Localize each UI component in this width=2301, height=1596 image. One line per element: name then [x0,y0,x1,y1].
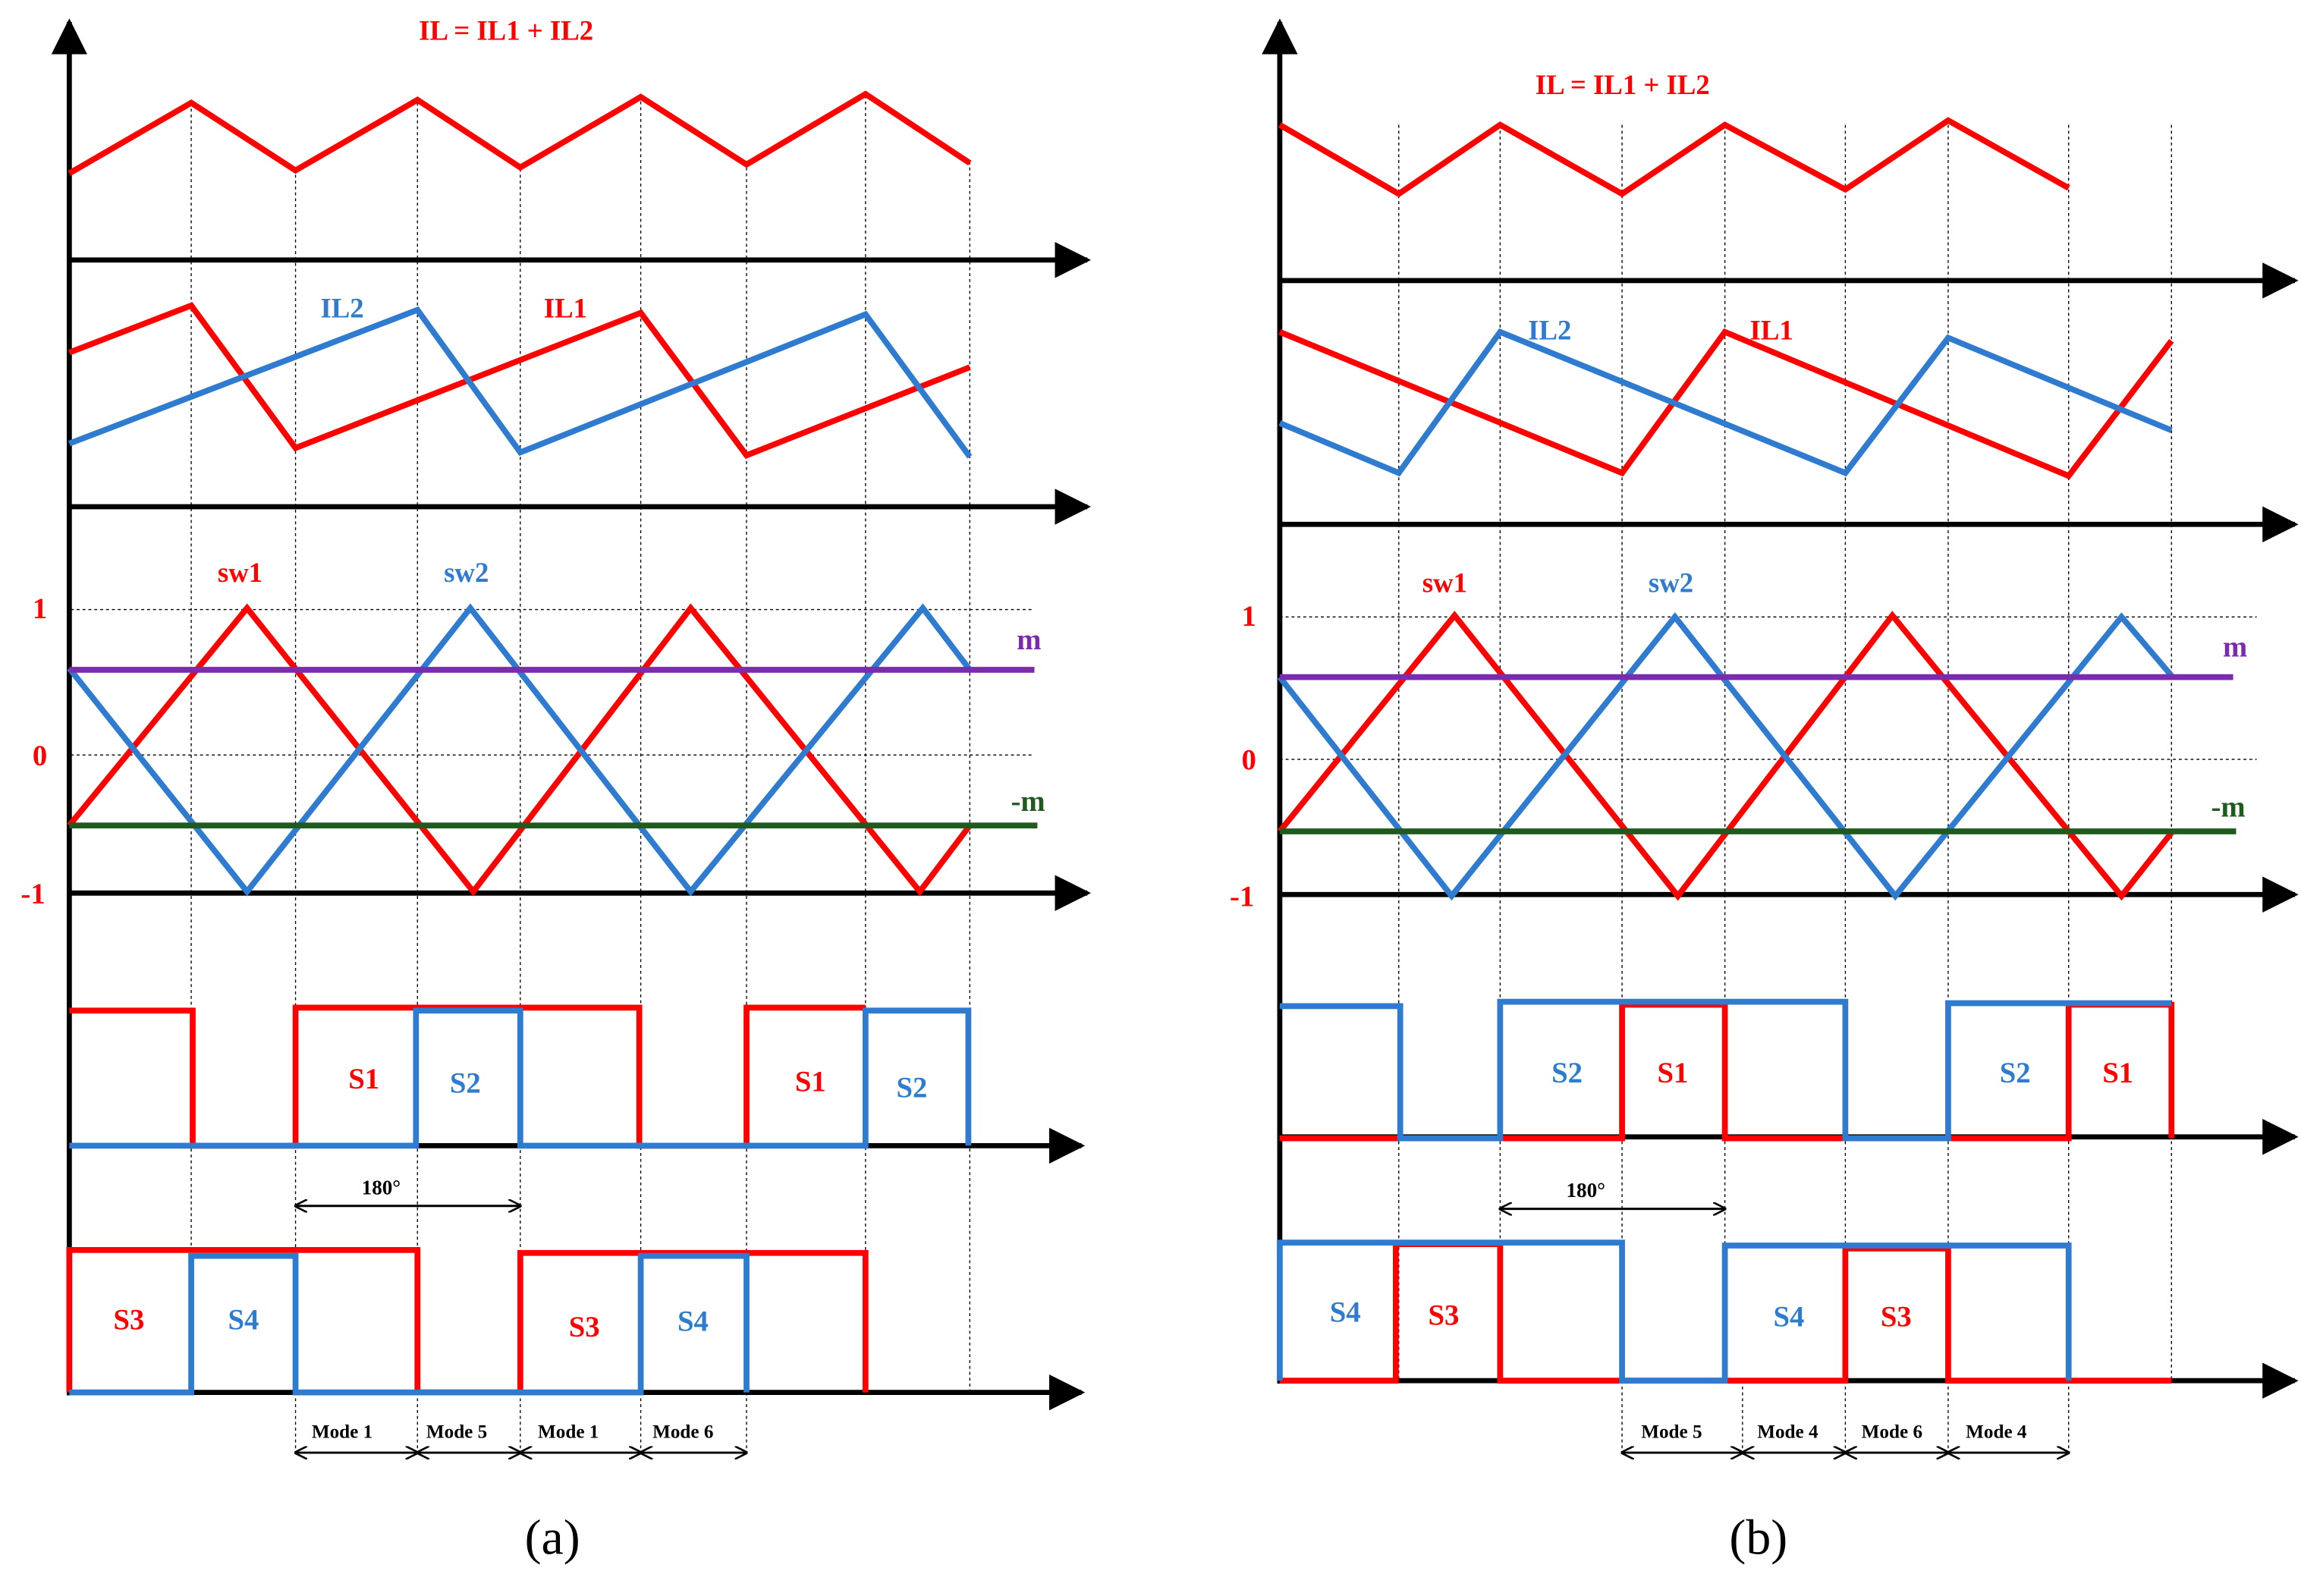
il2-label: IL2 [1528,314,1571,345]
tick-1: 1 [1242,600,1256,633]
panel-b-axes [1262,18,2299,1399]
s4-pulse [69,1252,750,1396]
switch-label: S3 [569,1311,600,1343]
mode-label: Mode 4 [1966,1422,2027,1443]
switch-label: S2 [450,1067,481,1100]
s1-pulse [1279,1001,2175,1142]
sw2-carrier [1277,612,2174,901]
sw2-carrier [67,603,973,897]
panel-a: IL = IL1 + IL2 IL2 IL1 sw1 sw2 m -m 1 0 … [20,14,1091,1566]
sw1-carrier [67,603,973,897]
mode-label: Mode 5 [426,1422,487,1443]
mode-label: Mode 5 [1641,1422,1702,1443]
sw2-label: sw2 [1649,567,1693,598]
m-label: m [2223,631,2247,664]
neg-m-label: -m [2211,791,2246,824]
panel-b-guides [1279,124,2257,1457]
panel-a-axes [51,18,1091,1411]
il-total-waveform [68,90,972,176]
il2-label: IL2 [320,292,363,323]
mode-label: Mode 6 [652,1422,713,1443]
switch-label: S4 [1774,1301,1805,1334]
switch-label: S3 [113,1303,144,1336]
mode-label: Mode 6 [1862,1422,1922,1443]
panel-caption: (b) [1729,1510,1787,1566]
tick-0: 0 [33,740,47,772]
mode-label: Mode 1 [312,1422,372,1443]
mode-label: Mode 4 [1757,1422,1818,1443]
il-total-label: IL = IL1 + IL2 [419,14,593,46]
tick-0: 0 [1242,744,1256,777]
il1-label: IL1 [1750,314,1793,345]
il1-label: IL1 [544,292,587,323]
il2-waveform [1278,328,2173,477]
il-total-waveform [1278,117,2070,198]
switch-label: S4 [1330,1296,1361,1329]
switch-label: S1 [795,1066,826,1098]
switch-label: S4 [228,1303,259,1336]
switch-label: S2 [897,1071,928,1104]
sw1-label: sw1 [218,557,262,588]
sw1-label: sw1 [1422,567,1467,598]
neg-m-label: -m [1011,785,1045,818]
switch-label: S1 [348,1063,379,1095]
tick-1: 1 [33,592,47,625]
mode-label: Mode 1 [538,1422,599,1443]
switch-label: S1 [1658,1057,1689,1089]
switch-label: S1 [2102,1057,2133,1089]
switch-label: S3 [1428,1299,1459,1332]
switch-label: S2 [2000,1057,2031,1089]
panel-caption: (a) [525,1510,580,1566]
tick-neg1: -1 [20,878,45,910]
s4-pulse [1277,1239,2072,1384]
switch-label: S2 [1551,1057,1583,1089]
phase-label: 180° [1566,1179,1605,1202]
sw2-label: sw2 [444,557,489,588]
il-total-label: IL = IL1 + IL2 [1536,69,1710,100]
switch-label: S3 [1881,1301,1912,1334]
il1-waveform [1278,328,2174,480]
s2-pulse [69,1007,972,1149]
phase-label: 180° [362,1176,401,1199]
panel-b: IL = IL1 + IL2 IL2 IL1 sw1 sw2 m -m 1 0 … [1230,18,2299,1566]
tick-neg1: -1 [1230,881,1254,913]
switch-label: S4 [677,1305,709,1337]
sw1-carrier [1277,611,2174,901]
il2-waveform [68,306,973,459]
s2-pulse [1279,998,2172,1142]
m-label: m [1017,624,1041,656]
